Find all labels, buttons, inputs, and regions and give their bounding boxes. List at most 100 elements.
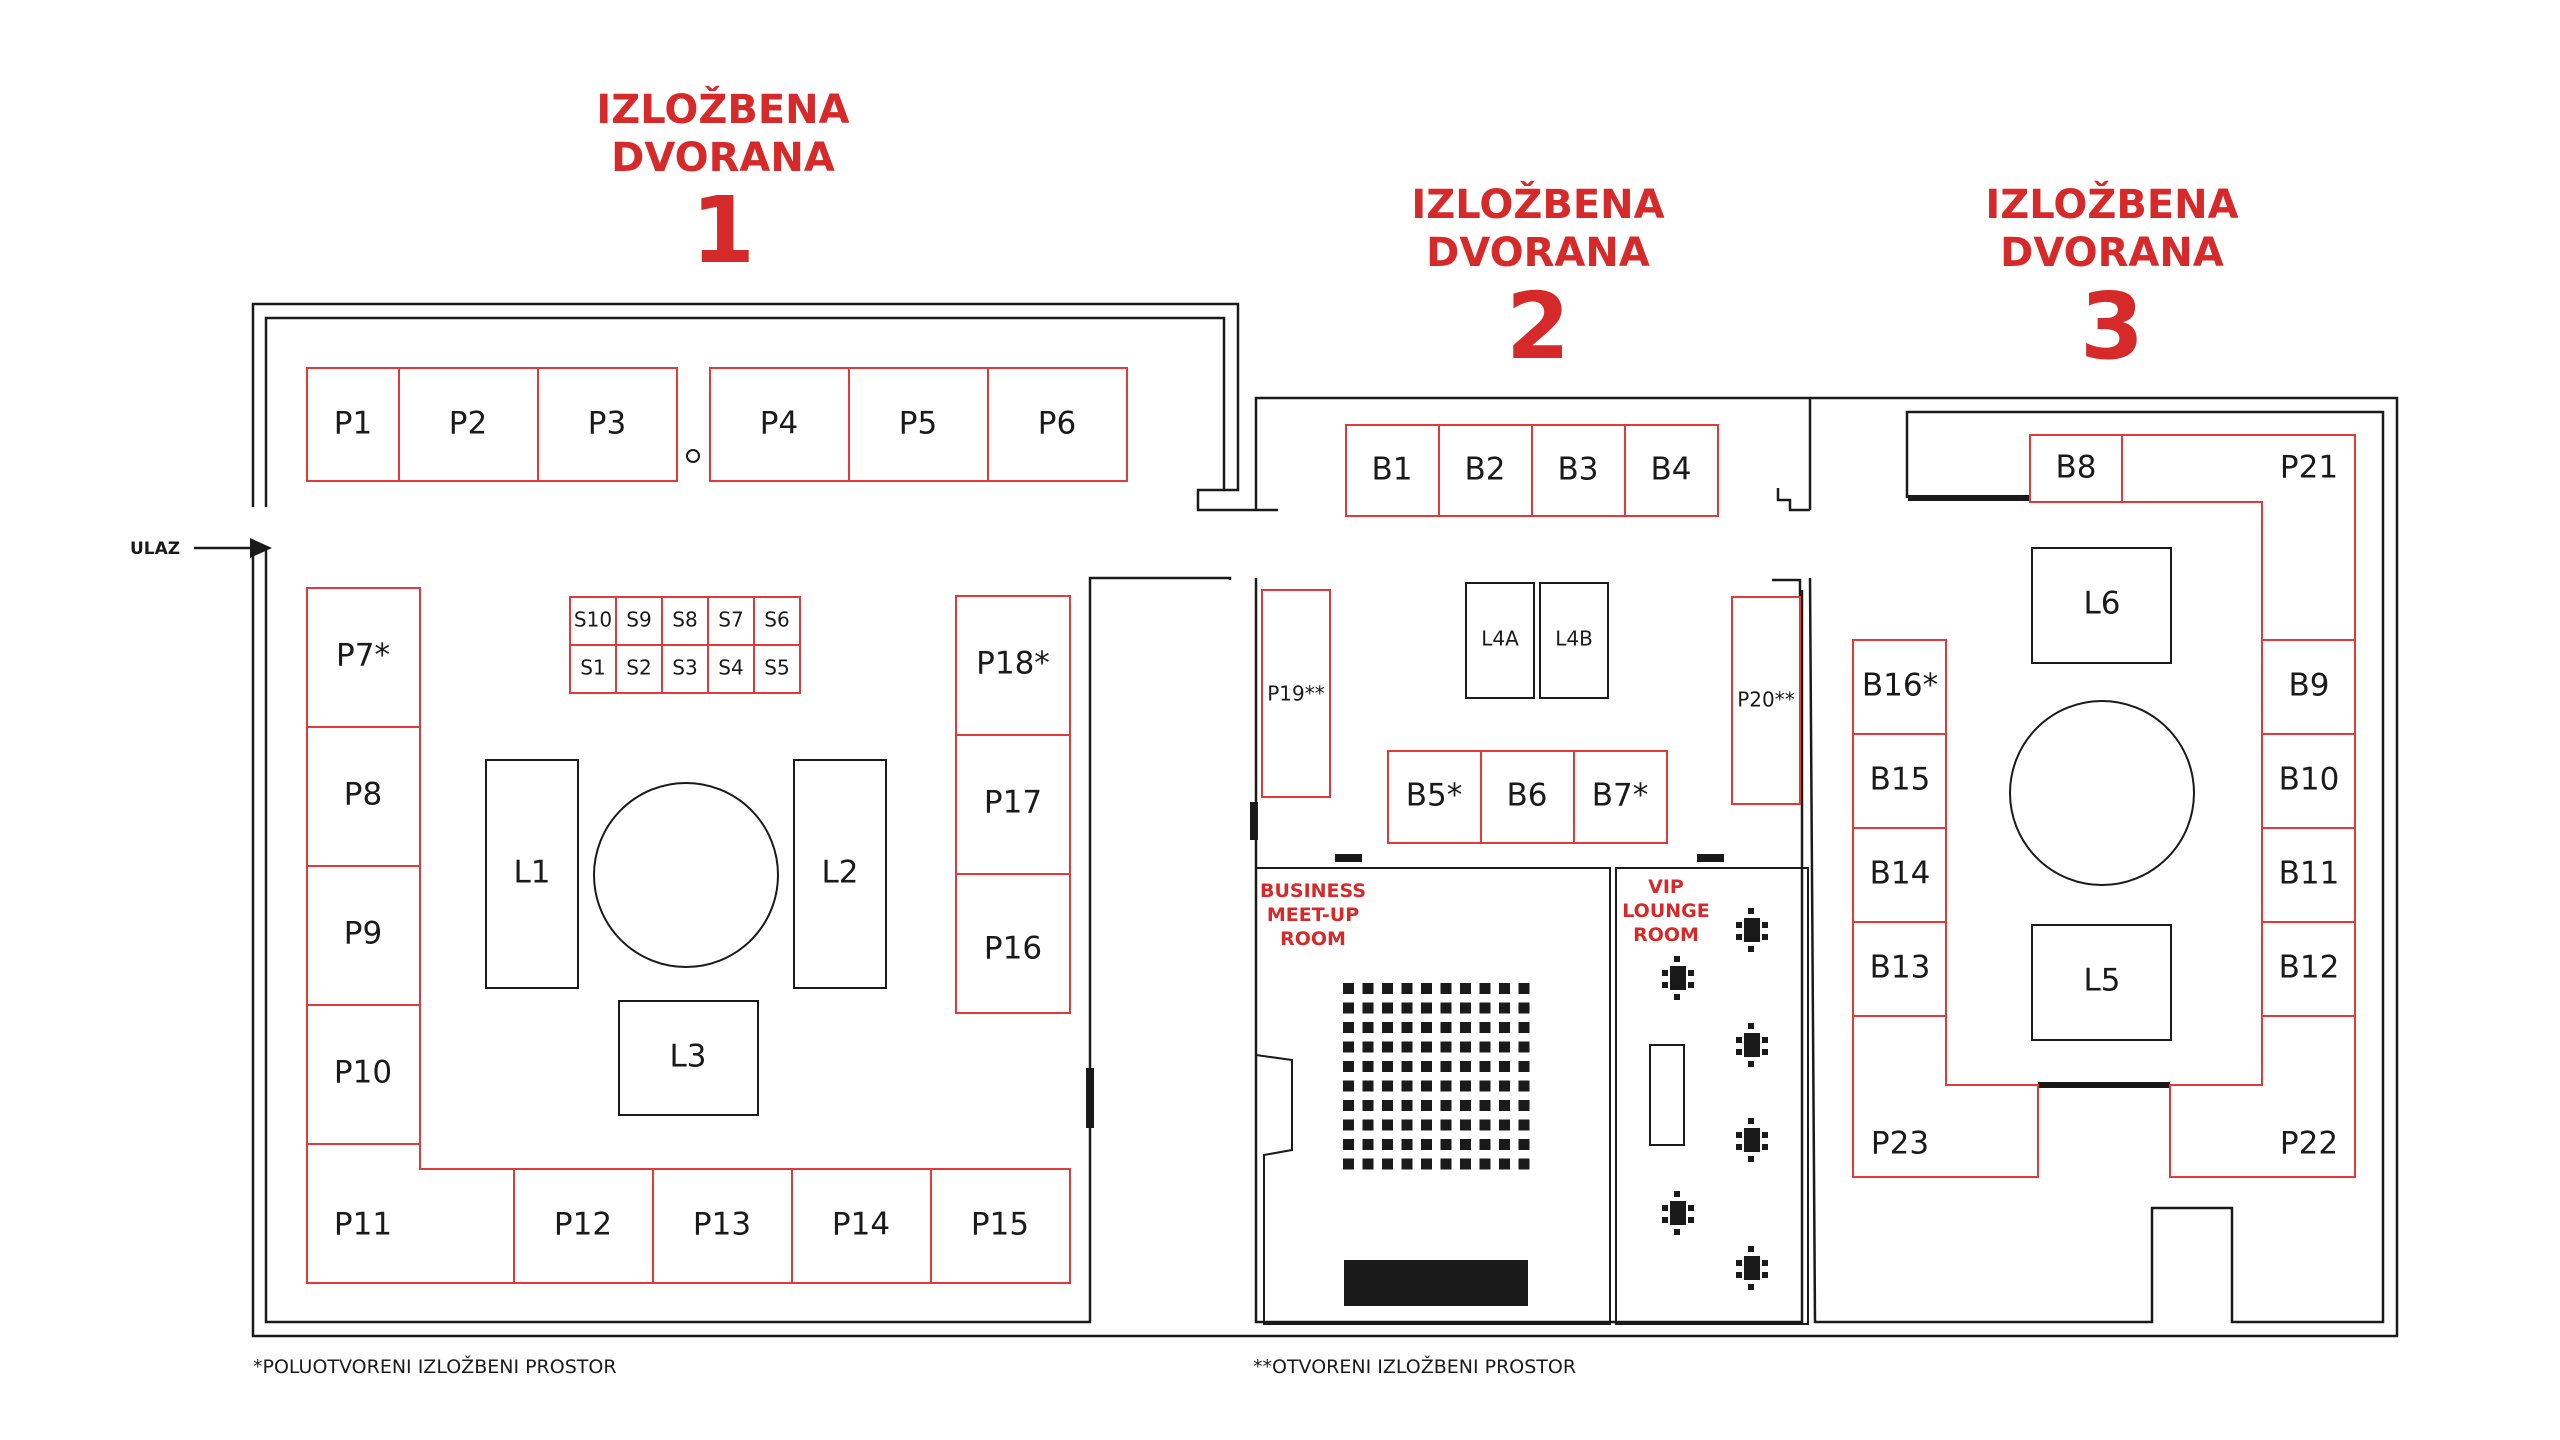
booth-S2[interactable]: S2 — [615, 644, 663, 694]
seat — [1499, 1080, 1510, 1092]
lounge-L4B[interactable]: L4B — [1539, 582, 1609, 699]
booth-P10[interactable]: P10 — [306, 1004, 421, 1145]
booth-P16[interactable]: P16 — [955, 873, 1071, 1014]
seat — [1343, 1080, 1354, 1092]
booth-P1[interactable]: P1 — [306, 367, 400, 482]
seat — [1479, 983, 1491, 994]
booth-P13[interactable]: P13 — [652, 1168, 793, 1284]
booth-B14[interactable]: B14 — [1852, 827, 1947, 923]
booth-P17-label: P17 — [984, 785, 1042, 821]
booth-B12[interactable]: B12 — [2261, 921, 2356, 1017]
booth-B9[interactable]: B9 — [2261, 639, 2356, 735]
booth-B5[interactable]: B5* — [1387, 750, 1482, 844]
lounge-L6[interactable]: L6 — [2031, 547, 2172, 664]
vip-tables — [1662, 908, 1768, 1290]
seat — [1518, 1119, 1530, 1131]
booth-B10[interactable]: B10 — [2261, 733, 2356, 829]
seat — [1401, 983, 1413, 994]
booth-P23[interactable]: P23 — [1852, 1015, 2039, 1178]
booth-P11[interactable]: P11 — [306, 1143, 515, 1284]
booth-B8[interactable]: B8 — [2029, 434, 2123, 503]
seat — [1518, 1139, 1530, 1150]
booth-B1[interactable]: B1 — [1345, 424, 1440, 517]
booth-B6[interactable]: B6 — [1480, 750, 1575, 844]
seat — [1343, 1158, 1354, 1170]
booth-P21-label: P21 — [2280, 450, 2338, 486]
booth-S9[interactable]: S9 — [615, 596, 663, 646]
booth-P3[interactable]: P3 — [537, 367, 678, 482]
booth-P5[interactable]: P5 — [848, 367, 989, 482]
seat — [1460, 1080, 1471, 1092]
booth-P14[interactable]: P14 — [791, 1168, 932, 1284]
booth-B11[interactable]: B11 — [2261, 827, 2356, 923]
booth-B15[interactable]: B15 — [1852, 733, 1947, 829]
seat — [1382, 1022, 1393, 1033]
booth-P19[interactable]: P19** — [1261, 589, 1331, 798]
booth-S9-label: S9 — [626, 608, 651, 632]
lounge-L4A[interactable]: L4A — [1465, 582, 1535, 699]
hall-3-number: 3 — [2080, 273, 2144, 380]
booth-P18[interactable]: P18* — [955, 595, 1071, 736]
booth-B4[interactable]: B4 — [1624, 424, 1719, 517]
booth-P7[interactable]: P7* — [306, 587, 421, 728]
seat — [1479, 1119, 1491, 1131]
booth-P6[interactable]: P6 — [987, 367, 1128, 482]
seat — [1499, 1041, 1510, 1053]
hall-1-rotunda — [593, 782, 779, 968]
seat — [1401, 1002, 1413, 1014]
booth-B13[interactable]: B13 — [1852, 921, 1947, 1017]
seat — [1518, 1080, 1530, 1092]
booth-S1[interactable]: S1 — [569, 644, 617, 694]
booth-P20[interactable]: P20** — [1731, 596, 1801, 805]
booth-B16[interactable]: B16* — [1852, 639, 1947, 735]
booth-P2[interactable]: P2 — [398, 367, 539, 482]
seat — [1362, 1080, 1374, 1092]
seat — [1382, 1002, 1393, 1014]
seat — [1460, 1041, 1471, 1053]
lounge-L2-label: L2 — [822, 855, 859, 891]
vip-table-icon — [1736, 1118, 1768, 1162]
seat — [1479, 1080, 1491, 1092]
booth-S10[interactable]: S10 — [569, 596, 617, 646]
booth-S8[interactable]: S8 — [661, 596, 709, 646]
booth-B7-label: B7* — [1592, 778, 1649, 814]
seat — [1382, 983, 1393, 994]
seat — [1499, 1100, 1510, 1111]
booth-P22[interactable]: P22 — [2169, 1015, 2356, 1178]
booth-P17[interactable]: P17 — [955, 734, 1071, 875]
booth-P18-label: P18* — [976, 646, 1050, 682]
vip-table-icon — [1662, 956, 1694, 1000]
booth-B3[interactable]: B3 — [1531, 424, 1626, 517]
seat — [1382, 1080, 1393, 1092]
booth-P15[interactable]: P15 — [930, 1168, 1071, 1284]
lounge-L2[interactable]: L2 — [793, 759, 887, 989]
booth-P12[interactable]: P12 — [513, 1168, 654, 1284]
lounge-L5[interactable]: L5 — [2031, 924, 2172, 1041]
seat — [1401, 1139, 1413, 1150]
vip-lounge-room: VIP LOUNGE ROOM — [1615, 867, 1809, 1325]
lounge-L3[interactable]: L3 — [618, 1000, 759, 1116]
seat — [1343, 1139, 1354, 1150]
seat — [1479, 1139, 1491, 1150]
booth-S5[interactable]: S5 — [753, 644, 801, 694]
booth-B12-label: B12 — [2279, 950, 2340, 986]
booth-B2[interactable]: B2 — [1438, 424, 1533, 517]
booth-P4[interactable]: P4 — [709, 367, 850, 482]
booth-B7[interactable]: B7* — [1573, 750, 1668, 844]
business-room-label-3: ROOM — [1280, 928, 1346, 950]
seat — [1362, 1061, 1374, 1072]
booth-P8[interactable]: P8 — [306, 726, 421, 867]
entrance-arrow-icon — [250, 538, 272, 558]
seat — [1460, 1139, 1471, 1150]
lounge-L1[interactable]: L1 — [485, 759, 579, 989]
hall-3-rotunda — [2009, 700, 2195, 886]
seat — [1343, 1061, 1354, 1072]
seat — [1499, 1061, 1510, 1072]
booth-P9[interactable]: P9 — [306, 865, 421, 1006]
booth-S3[interactable]: S3 — [661, 644, 709, 694]
booth-S4[interactable]: S4 — [707, 644, 755, 694]
hall-1-title-line1: IZLOŽBENA — [596, 85, 849, 133]
booth-S7[interactable]: S7 — [707, 596, 755, 646]
booth-S6[interactable]: S6 — [753, 596, 801, 646]
booth-P19-label: P19** — [1267, 682, 1325, 706]
